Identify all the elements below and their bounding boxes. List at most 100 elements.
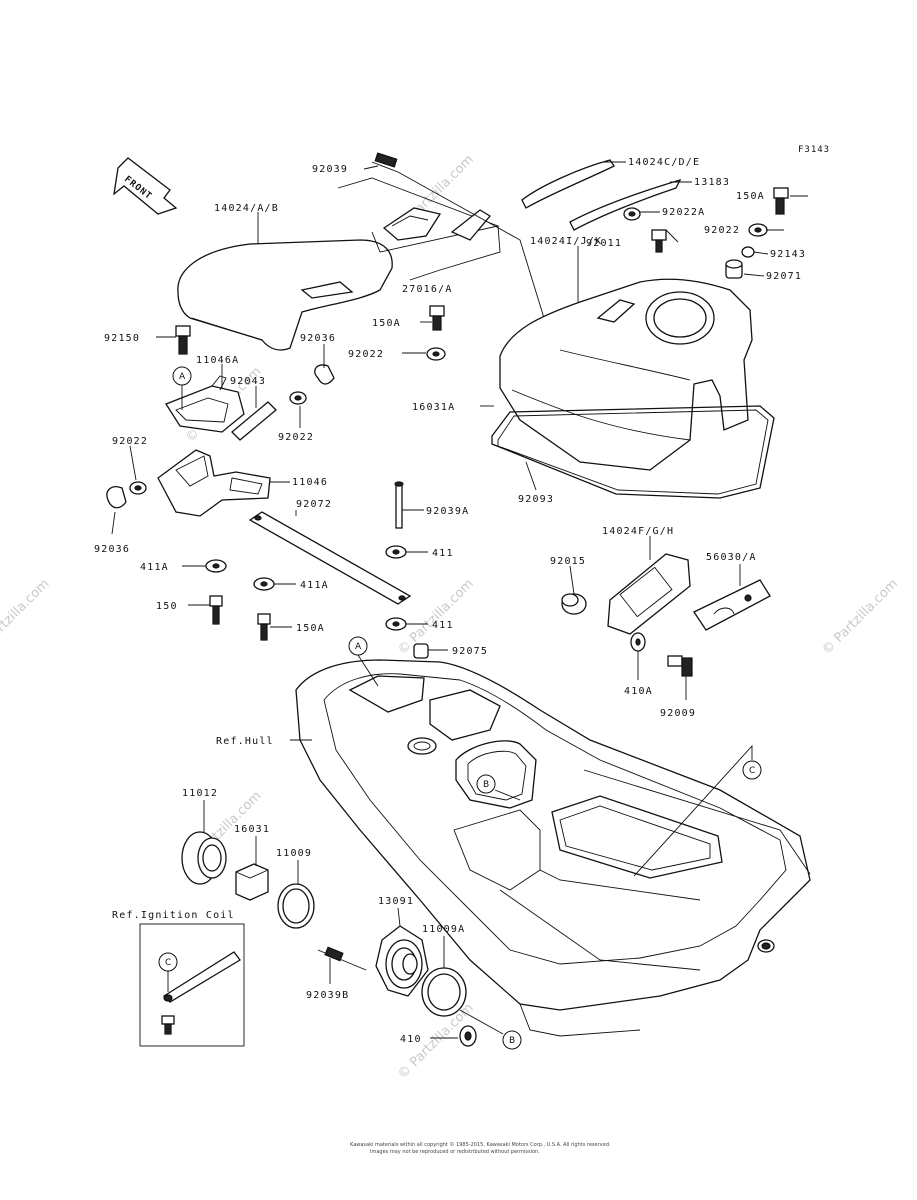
washer-410-part [459, 1025, 477, 1047]
label-92022-mid: 92022 [348, 349, 384, 360]
bolt-92039A-part [394, 481, 404, 529]
label-411-right: 411 [432, 548, 454, 559]
label-150A-top: 150A [736, 191, 765, 202]
gasket-92093-part [491, 405, 775, 499]
label-14024AB: 14024/A/B [214, 203, 279, 214]
label-27016A: 27016/A [402, 284, 453, 295]
label-92071: 92071 [766, 271, 802, 282]
trim-14024CDE-part [521, 159, 615, 209]
hull-part [295, 659, 811, 1037]
callout-A-2: A [348, 636, 368, 656]
bracket-11046A-part [165, 375, 245, 433]
washer-92022A-part [623, 207, 641, 221]
label-410A: 410A [624, 686, 653, 697]
washer-92022-left-part [129, 481, 147, 495]
label-92036-top: 92036 [300, 333, 336, 344]
svg-text:A: A [179, 372, 186, 382]
callout-A-1: A [172, 366, 192, 386]
label-14024IJK: 14024I/J/K [530, 236, 602, 247]
label-92011: 92011 [586, 238, 622, 249]
cap-92075-part [413, 643, 429, 659]
seat-part [177, 239, 393, 351]
clip-92036-low-part [106, 486, 127, 509]
callout-B-2: B [502, 1030, 522, 1050]
svg-text:B: B [483, 780, 489, 790]
label-11009: 11009 [276, 848, 312, 859]
bolt-150A-low-part [257, 613, 271, 641]
label-150A-low: 150A [296, 623, 325, 634]
washer-411-low-part [385, 617, 407, 631]
ignition-coil-box [139, 923, 245, 1047]
leader-lines [111, 161, 808, 1039]
washer-92022-mid-part [426, 347, 446, 361]
label-92022-left: 92022 [112, 436, 148, 447]
clip-92036-top-part [314, 364, 335, 385]
ring-11009A-part [421, 967, 467, 1017]
bolt-92009-part [667, 655, 693, 677]
label-ref-hull: Ref.Hull [216, 736, 274, 747]
svg-text:A: A [355, 642, 362, 652]
ring-11009-part [277, 883, 315, 929]
label-92093: 92093 [518, 494, 554, 505]
copyright-line-1: Kawasaki materials within all copyright … [350, 1141, 611, 1148]
label-11046A: 11046A [196, 355, 239, 366]
label-56030A: 56030/A [706, 552, 757, 563]
block-16031-part [235, 863, 269, 901]
label-16031: 16031 [234, 824, 270, 835]
cable-92039B-part [317, 946, 367, 971]
label-11009A: 11009A [422, 924, 465, 935]
washer-411-right-part [385, 545, 407, 559]
label-411A-left: 411A [140, 562, 169, 573]
washer-411A-left-part [205, 559, 227, 573]
svg-text:C: C [749, 766, 755, 776]
watermark-1: © Partzilla.com [0, 576, 52, 658]
label-411-low: 411 [432, 620, 454, 631]
label-14024FGH: 14024F/G/H [602, 526, 674, 537]
callout-C-2: C [158, 952, 178, 972]
decal-56030A-part [693, 579, 771, 631]
cap-92071-part [725, 259, 743, 279]
front-cover-part [499, 278, 753, 471]
washer-410A-part [630, 632, 646, 652]
label-410: 410 [400, 1034, 422, 1045]
callout-C-1: C [742, 760, 762, 780]
part-labels: 92039 14024C/D/E 13183 150A 92022A 14024… [94, 157, 806, 1045]
label-92043: 92043 [230, 376, 266, 387]
strap-92072-part [248, 511, 412, 605]
washer-92022-top-part [748, 223, 768, 237]
label-13091: 13091 [378, 896, 414, 907]
label-11012: 11012 [182, 788, 218, 799]
label-92022-low: 92022 [278, 432, 314, 443]
seal-11012-part [181, 831, 227, 885]
pin-92043-part [231, 401, 277, 441]
cable-92039-part [371, 152, 545, 319]
label-92009: 92009 [660, 708, 696, 719]
bolt-92011-part [651, 229, 667, 253]
copyright-line-2: Images may not be reproduced or redistri… [370, 1149, 540, 1155]
label-92022-top: 92022 [704, 225, 740, 236]
label-92022A: 92022A [662, 207, 705, 218]
washer-92022-low-part [289, 391, 307, 405]
figure-code: F3143 [798, 145, 830, 155]
label-13183: 13183 [694, 177, 730, 188]
collar-92015-part [561, 593, 587, 615]
bolt-150A-top-part [773, 187, 789, 215]
label-16031A: 16031A [412, 402, 455, 413]
front-arrow-icon: FRONT [113, 157, 178, 215]
trim-13183-part [569, 178, 682, 231]
label-92036-low: 92036 [94, 544, 130, 555]
plate-14024FGH-part [607, 553, 691, 635]
label-92039B: 92039B [306, 990, 349, 1001]
label-92075: 92075 [452, 646, 488, 657]
callout-B-1: B [476, 774, 496, 794]
grommet-92143-part [741, 246, 755, 258]
label-92143: 92143 [770, 249, 806, 260]
label-92015: 92015 [550, 556, 586, 567]
label-92150: 92150 [104, 333, 140, 344]
bracket-11046-part [157, 449, 271, 517]
label-11046: 11046 [292, 477, 328, 488]
svg-text:C: C [165, 958, 171, 968]
bolt-92150-part [175, 325, 191, 355]
label-ref-ignition-coil: Ref.Ignition Coil [112, 910, 235, 921]
